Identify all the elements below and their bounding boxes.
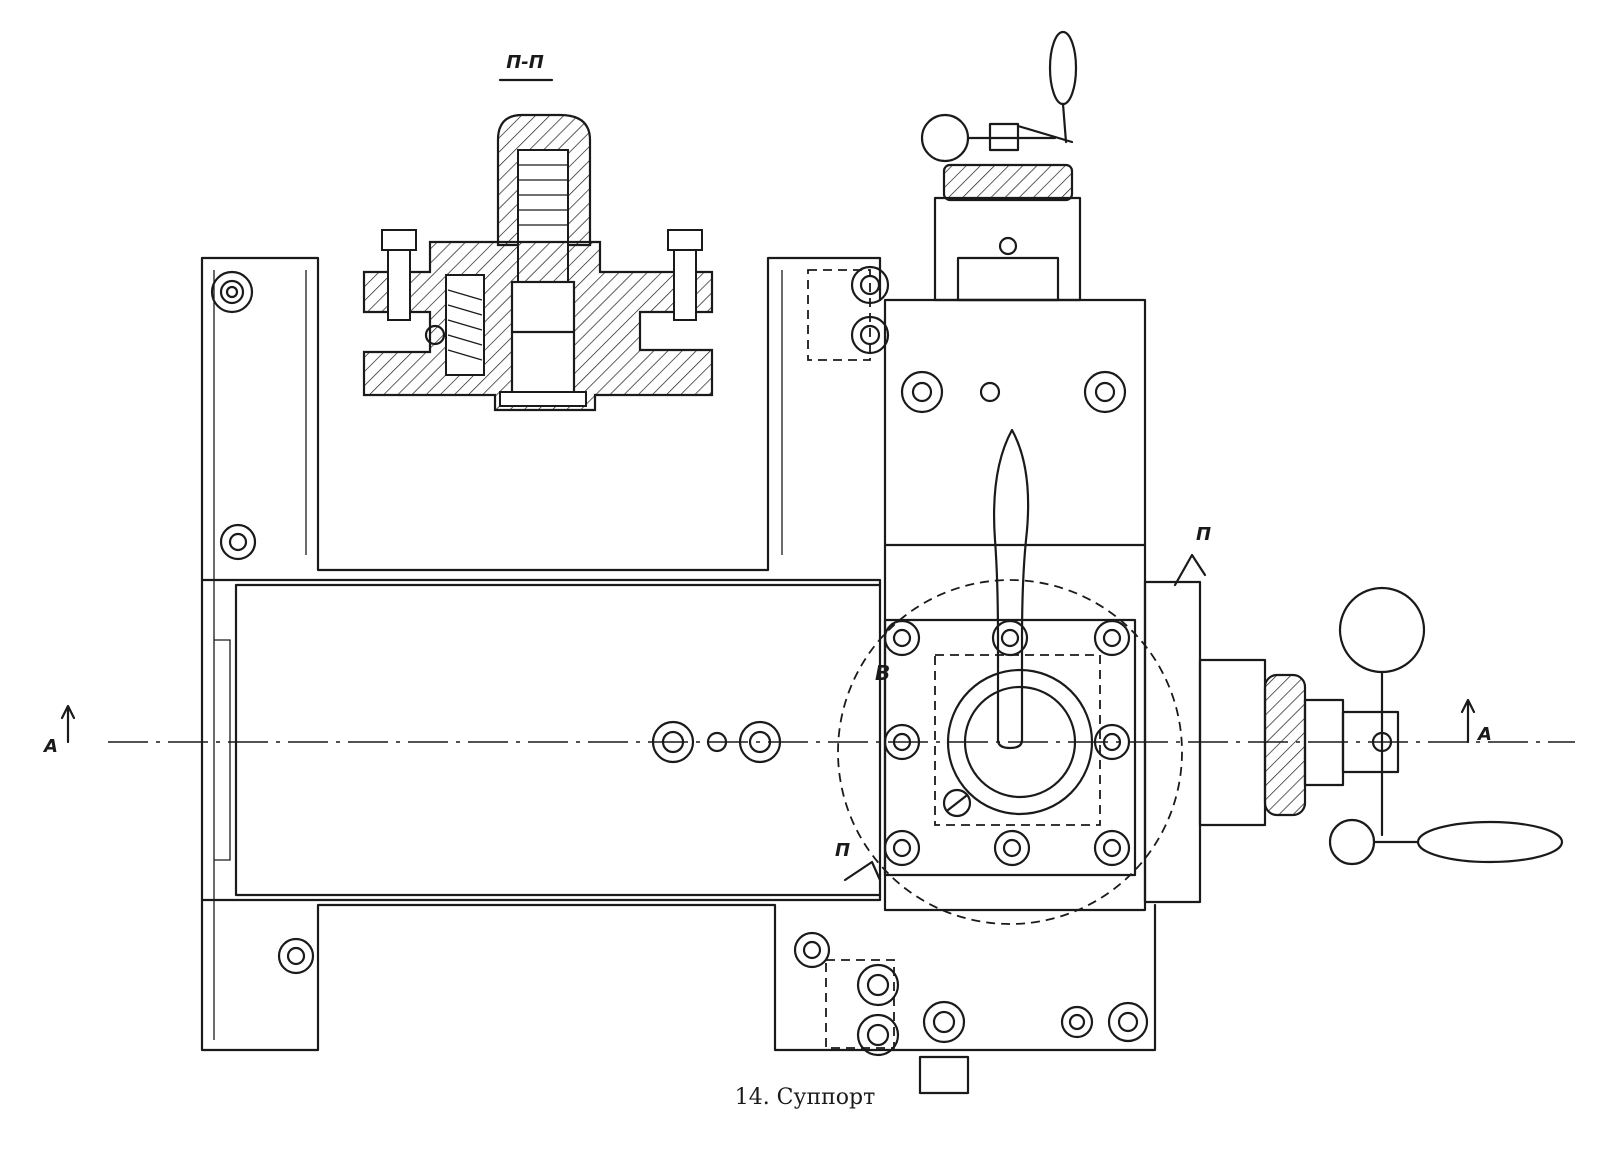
bolt-head [850,265,890,305]
cross-slide-feed [1143,580,1564,904]
section-mark-a-left: А [42,736,58,757]
bolt-head [856,1013,900,1057]
clamp-lever [992,428,1030,750]
small-nut [918,1055,970,1095]
top-slide [883,163,1147,912]
bolt-head [219,523,257,561]
bolt-head [793,931,831,969]
carriage-frame [200,256,1157,1052]
plate-bolts [883,619,1131,867]
section-title: П-П [506,52,544,73]
bolt-head [922,1000,966,1044]
bolt-head [850,315,890,355]
bolt-head [856,963,900,1007]
bolt-head [1060,1005,1094,1039]
section-mark-a-right: А [1476,724,1492,745]
letter-b-mark: В [875,661,890,685]
section-mark-p-top: П [1196,524,1211,545]
bolt-head [277,937,315,975]
bolt-head [210,270,254,314]
section-view-p-p: П-П [362,52,714,412]
section-cut-p-marks: П П [835,524,1211,882]
figure-caption: 14. Суппорт [734,1085,876,1110]
bolt-head [1107,1001,1149,1043]
swivel-plate: В [837,579,1183,925]
section-mark-p-bottom: П [835,840,850,861]
bolt-heads [210,265,1149,1095]
top-crank-handle [920,30,1078,163]
centerline-a-a: А А [42,698,1575,764]
